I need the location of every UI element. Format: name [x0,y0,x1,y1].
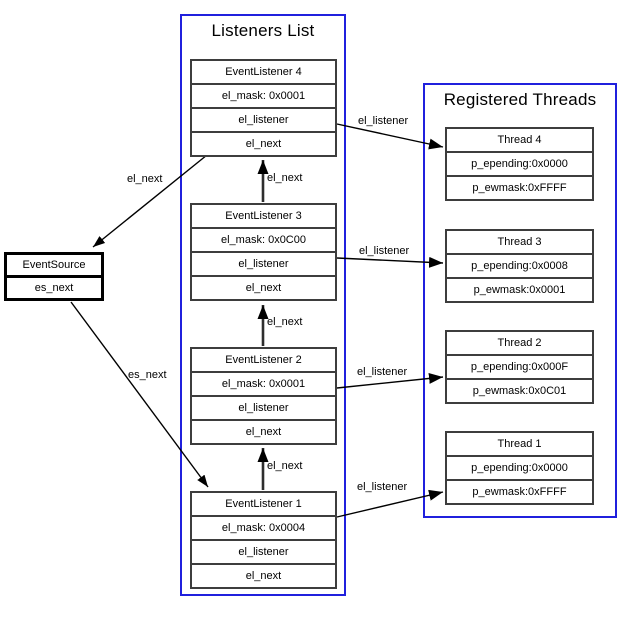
edge-el-next-to-eventsource [92,154,208,248]
edge-label-es-next: es_next [128,369,167,381]
node-title-row: Thread 2 [447,332,592,354]
node-field-row: el_listener [192,539,335,563]
node-field-row: el_next [192,563,335,587]
edge-label-el-listener-4: el_listener [358,115,409,127]
listeners-list-title: Listeners List [211,21,315,40]
edge-el-listener-3-to-thread3 [336,256,444,268]
node-field-row: p_ewmask:0x0001 [447,277,592,301]
edge-el-listener-1-to-thread1 [336,489,444,518]
node-field-row: el_next [192,419,335,443]
node-field-row: p_ewmask:0xFFFF [447,175,592,199]
edge-el-listener-4-to-thread4 [336,123,444,150]
node-thread-4: Thread 4 p_epending:0x0000 p_ewmask:0xFF… [445,127,594,201]
node-eventlistener-1: EventListener 1 el_mask: 0x0004 el_liste… [190,491,337,589]
node-field-row: p_ewmask:0xFFFF [447,479,592,503]
node-field-row: p_epending:0x000F [447,354,592,378]
edge-el-listener-2-to-thread2 [336,372,444,389]
edge-label-el-next-1-to-2: el_next [267,460,303,472]
node-field-row: p_ewmask:0x0C01 [447,378,592,402]
node-field-row: el_next [192,131,335,155]
node-title-row: EventSource [7,255,101,275]
node-thread-2: Thread 2 p_epending:0x000F p_ewmask:0x0C… [445,330,594,404]
node-eventlistener-3: EventListener 3 el_mask: 0x0C00 el_liste… [190,203,337,301]
edge-label-el-next-3-to-4: el_next [267,172,303,184]
node-field-row: el_mask: 0x0004 [192,515,335,539]
node-field-row: el_listener [192,107,335,131]
node-eventlistener-4: EventListener 4 el_mask: 0x0001 el_liste… [190,59,337,157]
node-title-row: EventListener 4 [192,61,335,83]
node-field-row: el_listener [192,395,335,419]
node-title-row: Thread 3 [447,231,592,253]
node-title-row: EventListener 3 [192,205,335,227]
node-field-row: el_mask: 0x0001 [192,371,335,395]
edge-label-el-listener-1: el_listener [357,481,408,493]
edge-label-el-listener-3: el_listener [359,245,410,257]
node-field-row: el_next [192,275,335,299]
node-thread-3: Thread 3 p_epending:0x0008 p_ewmask:0x00… [445,229,594,303]
node-field-row: es_next [7,275,101,298]
node-field-row: p_epending:0x0008 [447,253,592,277]
node-title-row: EventListener 1 [192,493,335,515]
node-title-row: Thread 1 [447,433,592,455]
node-eventsource: EventSource es_next [4,252,104,301]
edge-es-next-to-listener1 [70,301,209,488]
node-title-row: EventListener 2 [192,349,335,371]
node-field-row: p_epending:0x0000 [447,455,592,479]
edge-label-el-next-to-eventsource: el_next [127,173,163,185]
node-field-row: el_listener [192,251,335,275]
node-field-row: el_mask: 0x0C00 [192,227,335,251]
node-thread-1: Thread 1 p_epending:0x0000 p_ewmask:0xFF… [445,431,594,505]
registered-threads-title: Registered Threads [443,90,597,109]
node-field-row: p_epending:0x0000 [447,151,592,175]
node-field-row: el_mask: 0x0001 [192,83,335,107]
edge-label-el-next-2-to-3: el_next [267,316,303,328]
node-title-row: Thread 4 [447,129,592,151]
edge-label-el-listener-2: el_listener [357,366,408,378]
node-eventlistener-2: EventListener 2 el_mask: 0x0001 el_liste… [190,347,337,445]
